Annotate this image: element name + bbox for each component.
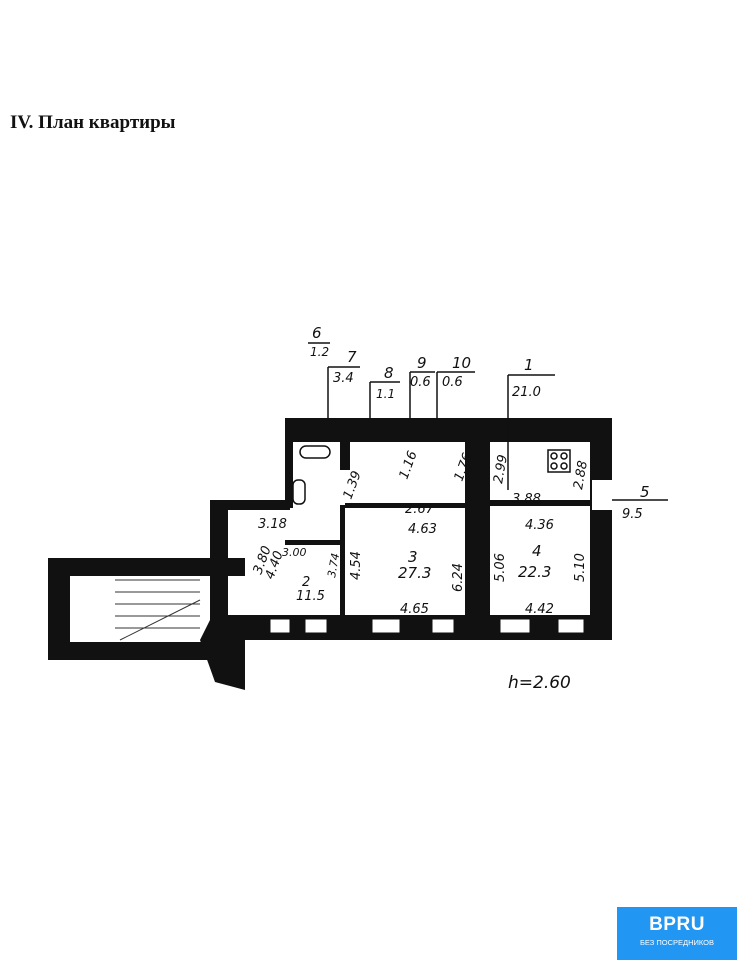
bath-left-wall xyxy=(285,418,293,508)
room-5-area: 9.5 xyxy=(622,507,643,522)
logo-tagline: БЕЗ ПОСРЕДНИКОВ xyxy=(639,938,715,947)
room-3-area: 27.3 xyxy=(398,564,431,582)
room-7-area: 3.4 xyxy=(333,371,354,386)
room-6-area: 1.2 xyxy=(310,345,329,359)
room-4-number: 4 xyxy=(532,542,542,560)
door-5 xyxy=(592,480,612,510)
room-1-area: 21.0 xyxy=(512,385,541,400)
dim-3-00: 3.00 xyxy=(282,546,307,559)
dim-2-99: 2.99 xyxy=(491,454,511,485)
room-3-number: 3 xyxy=(408,548,418,566)
stair-bottom-wall xyxy=(48,642,228,660)
bpru-watermark-logo: BPRU БЕЗ ПОСРЕДНИКОВ xyxy=(617,907,737,960)
dim-5-06: 5.06 xyxy=(493,553,508,582)
dim-3-74: 3.74 xyxy=(325,552,342,578)
dim-1-39: 1.39 xyxy=(341,469,365,501)
bath-right-wall xyxy=(340,440,350,470)
dim-4-65: 4.65 xyxy=(400,602,429,617)
room-5-number: 5 xyxy=(640,483,650,501)
fixtures xyxy=(292,445,571,505)
room-2-area: 11.5 xyxy=(296,589,325,604)
top-wall xyxy=(285,418,612,442)
room-8-area: 1.1 xyxy=(376,387,395,401)
logo-brand: BPRU xyxy=(649,914,705,935)
kitchen-bottom-wall xyxy=(490,500,590,506)
bathtub-icon xyxy=(299,445,331,459)
stove-icon xyxy=(547,449,571,473)
dim-4-42: 4.42 xyxy=(525,602,554,617)
stair-left-wall xyxy=(48,558,70,660)
stairs xyxy=(115,579,201,641)
room-10-area: 0.6 xyxy=(442,375,463,390)
dim-4-36: 4.36 xyxy=(525,518,554,533)
leaders xyxy=(308,342,668,501)
entry-wedge xyxy=(200,620,245,690)
room-8-number: 8 xyxy=(384,364,394,382)
dim-1-16: 1.16 xyxy=(397,449,421,481)
dim-3-18: 3.18 xyxy=(258,517,287,532)
dim-2-67: 2.67 xyxy=(405,502,435,517)
room3-top-wall xyxy=(345,503,465,508)
room-2-number: 2 xyxy=(302,575,310,590)
stair-top-wall xyxy=(48,558,245,576)
windows xyxy=(269,618,585,634)
room-6-number: 6 xyxy=(312,324,322,342)
partition-3-4 xyxy=(465,440,490,615)
dim-5-10: 5.10 xyxy=(573,553,588,582)
hall-top-wall xyxy=(210,500,290,510)
page-title: IV. План квартиры xyxy=(10,112,176,133)
room2-top-wall xyxy=(285,540,345,545)
room-7-number: 7 xyxy=(347,348,357,366)
dim-4-54: 4.54 xyxy=(349,551,364,580)
room-1-number: 1 xyxy=(524,356,534,374)
dim-2-88: 2.88 xyxy=(571,460,591,491)
room-9-area: 0.6 xyxy=(410,375,431,390)
room-9-number: 9 xyxy=(417,354,427,372)
right-wall xyxy=(590,418,612,640)
dim-6-24: 6.24 xyxy=(451,563,466,592)
dim-4-63: 4.63 xyxy=(408,522,437,537)
dim-3-88: 3.88 xyxy=(512,492,541,507)
walls xyxy=(48,418,612,690)
ceiling-height: h=2.60 xyxy=(508,673,571,693)
room-4-area: 22.3 xyxy=(518,563,551,581)
room-10-number: 10 xyxy=(452,354,471,372)
room3-left-wall xyxy=(340,505,345,615)
toilet-icon xyxy=(292,479,306,505)
